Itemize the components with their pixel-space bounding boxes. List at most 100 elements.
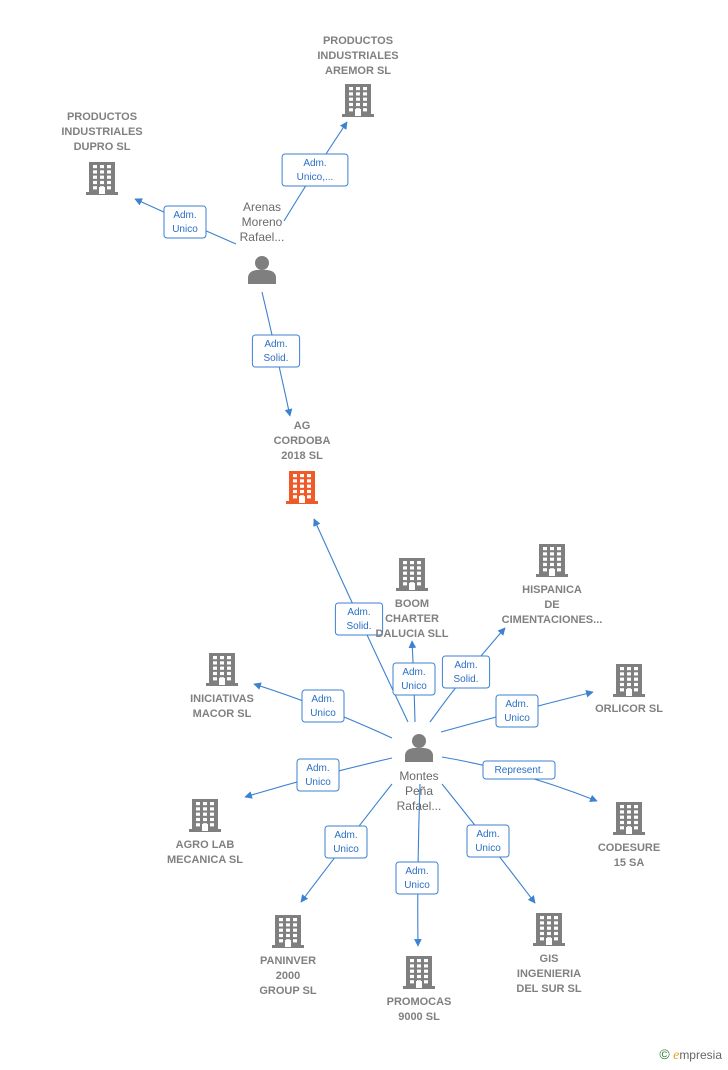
- node-aremor[interactable]: PRODUCTOS INDUSTRIALES AREMOR SL: [317, 35, 399, 117]
- edge-label-text: Solid.: [263, 353, 288, 364]
- node-label: PRODUCTOS: [323, 35, 393, 47]
- node-label: PANINVER: [260, 955, 316, 967]
- person-icon[interactable]: [405, 734, 433, 762]
- node-label: CHARTER: [385, 613, 439, 625]
- edge-label-text: Unico: [305, 777, 331, 788]
- edge-label-text: Solid.: [453, 674, 478, 685]
- node-label: DUPRO SL: [74, 141, 131, 153]
- node-label: CIMENTACIONES...: [502, 614, 603, 626]
- company-icon[interactable]: [342, 84, 374, 117]
- company-icon[interactable]: [396, 558, 428, 591]
- edge-label-text: Adm.: [405, 866, 428, 877]
- node-label: PRODUCTOS: [67, 111, 137, 123]
- edge-label-box: [296, 758, 340, 792]
- person-icon[interactable]: [248, 256, 276, 284]
- edge-montes-iniciativas[interactable]: Adm. Unico: [253, 682, 393, 739]
- edge-label-text: Adm.: [264, 339, 287, 350]
- edge-label-text: Unico: [310, 708, 336, 719]
- node-label: CORDOBA: [274, 435, 331, 447]
- node-label: Rafael...: [397, 799, 442, 813]
- edge-label-text: Adm.: [476, 829, 499, 840]
- edge-label-text: Unico: [475, 843, 501, 854]
- edge-arenas-ag[interactable]: Adm. Solid.: [251, 291, 301, 417]
- node-agrolab[interactable]: AGRO LAB MECANICA SL: [167, 799, 243, 866]
- node-label: INGENIERIA: [517, 968, 581, 980]
- edge-label-box: [324, 825, 368, 859]
- node-label: DE: [544, 599, 559, 611]
- node-label: Montes: [399, 769, 438, 783]
- node-iniciativas[interactable]: INICIATIVAS MACOR SL: [190, 653, 254, 720]
- edge-label-text: Adm.: [334, 830, 357, 841]
- node-codesure[interactable]: CODESURE 15 SA: [598, 802, 660, 869]
- copyright-icon: ©: [659, 1046, 670, 1062]
- edge-label-box: [441, 655, 491, 689]
- node-arenas[interactable]: ArenasMorenoRafael...: [240, 200, 285, 284]
- company-icon[interactable]: [403, 956, 435, 989]
- edge-montes-codesure[interactable]: Represent.: [441, 756, 598, 803]
- edge-label-text: Solid.: [346, 621, 371, 632]
- edge-arenas-aremor[interactable]: Adm. Unico,...: [281, 121, 349, 222]
- edge-montes-boom[interactable]: Adm.Unico: [392, 640, 436, 723]
- node-dupro[interactable]: PRODUCTOS INDUSTRIALES DUPRO SL: [61, 111, 143, 195]
- node-label: Moreno: [242, 215, 283, 229]
- edge-label-text: Unico: [401, 681, 427, 692]
- node-label: INDUSTRIALES: [317, 50, 398, 62]
- company-icon[interactable]: [613, 664, 645, 697]
- edge-montes-agrolab[interactable]: Adm.Unico: [244, 757, 393, 799]
- node-label: GIS: [540, 953, 559, 965]
- node-label: CODESURE: [598, 842, 660, 854]
- node-label: AGRO LAB: [176, 839, 235, 851]
- edge-label-text: Adm.: [454, 660, 477, 671]
- node-hispanica[interactable]: HISPANICADECIMENTACIONES...: [502, 544, 603, 626]
- company-icon[interactable]: [613, 802, 645, 835]
- edge-montes-gis[interactable]: Adm. Unico: [441, 783, 536, 904]
- edge-label-box: [251, 334, 301, 368]
- edge-montes-paninver[interactable]: Adm.Unico: [300, 783, 393, 903]
- edge-label-box: [392, 662, 436, 696]
- node-label: 9000 SL: [398, 1011, 440, 1023]
- edge-label-box: [395, 861, 439, 895]
- edge-label-text: Adm.: [347, 607, 370, 618]
- node-label: 15 SA: [614, 857, 645, 869]
- company-icon[interactable]: [536, 544, 568, 577]
- node-label: INDUSTRIALES: [61, 126, 142, 138]
- node-montes[interactable]: MontesPeñaRafael...: [397, 734, 442, 813]
- company-icon[interactable]: [189, 799, 221, 832]
- node-label: 2000: [276, 970, 300, 982]
- node-label: AREMOR SL: [325, 65, 391, 77]
- node-label: GROUP SL: [259, 985, 317, 997]
- edge-label-box: [301, 689, 345, 723]
- node-label: 2018 SL: [281, 450, 323, 462]
- node-label: MECANICA SL: [167, 854, 243, 866]
- node-label: ORLICOR SL: [595, 703, 663, 715]
- edge-label-text: Adm.: [173, 210, 196, 221]
- company-icon[interactable]: [272, 915, 304, 948]
- edge-montes-hispanica[interactable]: Adm. Solid.: [429, 627, 506, 723]
- edge-label-text: Adm.: [311, 694, 334, 705]
- edge-label-text: Adm.: [505, 699, 528, 710]
- company-icon[interactable]: [206, 653, 238, 686]
- edge-montes-promocas[interactable]: Adm. Unico: [395, 783, 439, 947]
- edge-label-text: Adm.: [303, 158, 326, 169]
- node-label: Peña: [405, 784, 433, 798]
- edge-label-text: Unico,...: [297, 172, 334, 183]
- node-orlicor[interactable]: ORLICOR SL: [595, 664, 663, 715]
- brand-initial: e: [673, 1048, 680, 1063]
- edge-arenas-dupro[interactable]: Adm.Unico: [134, 198, 237, 245]
- edge-montes-orlicor[interactable]: Adm. Unico: [440, 689, 594, 733]
- edge-label-box: [281, 153, 349, 187]
- node-label: MACOR SL: [193, 708, 252, 720]
- edge-label-text: Represent.: [495, 765, 544, 776]
- edge-label-text: Unico: [404, 880, 430, 891]
- company-icon[interactable]: [86, 162, 118, 195]
- focus-company-icon[interactable]: [286, 471, 318, 504]
- edge-montes-ag[interactable]: Adm. Solid.: [313, 518, 409, 723]
- company-icon[interactable]: [533, 913, 565, 946]
- node-label: INICIATIVAS: [190, 693, 254, 705]
- edge-label-text: Unico: [504, 713, 530, 724]
